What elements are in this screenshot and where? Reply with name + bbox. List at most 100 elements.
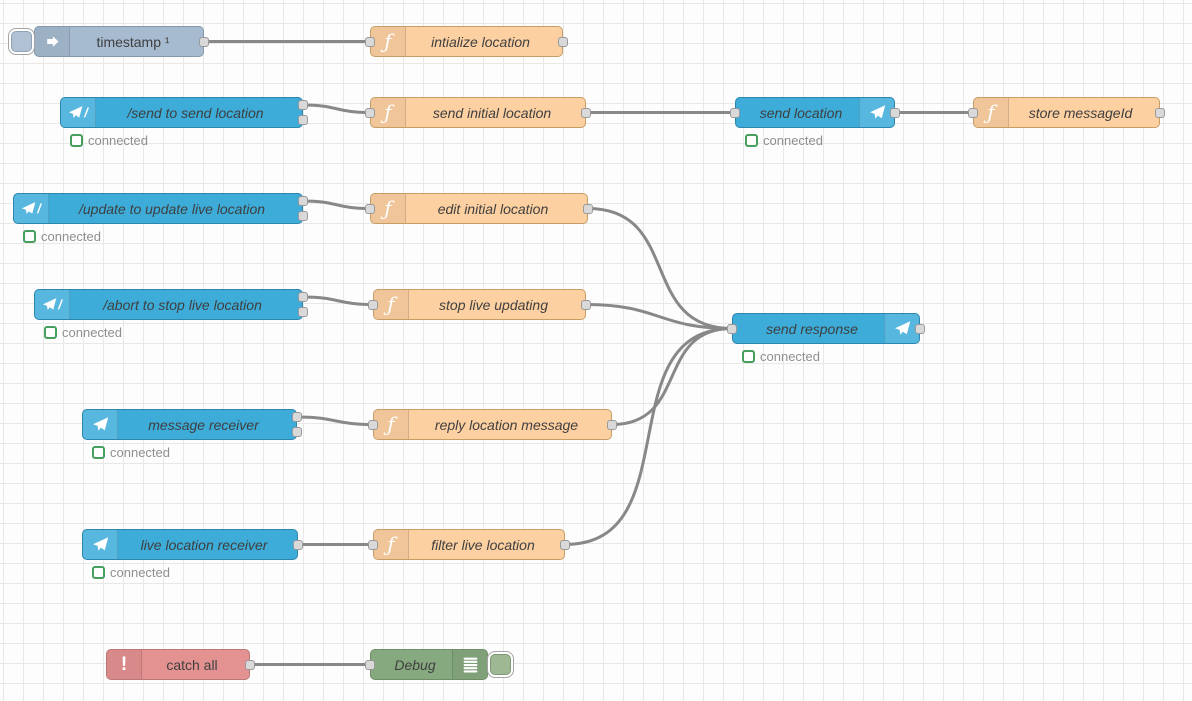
wire[interactable] (610, 327, 734, 426)
input-port[interactable] (365, 659, 375, 670)
output-port[interactable] (298, 196, 308, 206)
status-connected-icon (745, 134, 758, 147)
wire[interactable] (301, 199, 372, 210)
output-port[interactable] (292, 412, 302, 422)
status-text: connected (760, 349, 820, 364)
debug-toggle-button[interactable] (487, 651, 514, 678)
wire[interactable] (584, 303, 734, 330)
status-connected-icon (92, 566, 105, 579)
node-inject-timestamp[interactable]: timestamp ¹ (34, 26, 204, 57)
node-tg-cmd-abort[interactable]: //abort to stop live location (34, 289, 303, 320)
output-port[interactable] (583, 203, 593, 214)
wire[interactable] (586, 207, 734, 330)
status-text: connected (62, 325, 122, 340)
node-label: send response (766, 321, 858, 337)
output-port[interactable] (298, 115, 308, 125)
node-tg-cmd-send[interactable]: / /send to send location (60, 97, 303, 128)
command-slash-glyph: / (84, 105, 88, 120)
telegram-command-icon: / (61, 98, 96, 127)
node-tg-send-response[interactable]: send response (732, 313, 920, 344)
inject-button[interactable] (8, 28, 35, 55)
input-port[interactable] (365, 107, 375, 118)
output-port[interactable] (560, 539, 570, 550)
input-port[interactable] (368, 299, 378, 310)
output-port[interactable] (581, 107, 591, 118)
input-port[interactable] (968, 107, 978, 118)
input-port[interactable] (365, 36, 375, 47)
function-glyph: ƒ (387, 291, 395, 316)
function-glyph: ƒ (384, 195, 392, 220)
node-tg-cmd-update[interactable]: / /update to update live location (13, 193, 303, 224)
input-port[interactable] (368, 419, 378, 430)
node-status: connected (742, 350, 820, 363)
output-port[interactable] (298, 211, 308, 221)
status-connected-icon (44, 326, 57, 339)
output-port[interactable] (915, 323, 925, 334)
status-text: connected (41, 229, 101, 244)
node-label: reply location message (434, 417, 579, 433)
input-port[interactable] (730, 107, 740, 118)
input-port[interactable] (727, 323, 737, 334)
node-label: /abort to stop live location (103, 297, 262, 313)
node-status: connected (70, 134, 148, 147)
node-tg-send-location[interactable]: send location (735, 97, 895, 128)
command-slash-glyph: / (37, 201, 41, 216)
status-text: connected (110, 565, 170, 580)
output-port[interactable] (558, 36, 568, 47)
output-port[interactable] (1155, 107, 1165, 118)
exclamation-glyph: ! (120, 654, 128, 675)
output-port[interactable] (890, 107, 900, 118)
status-text: connected (763, 133, 823, 148)
input-port[interactable] (368, 539, 378, 550)
debug-lines-icon (452, 650, 487, 679)
output-port[interactable] (199, 36, 209, 47)
input-port[interactable] (365, 203, 375, 214)
status-connected-icon (742, 350, 755, 363)
node-label: /send to send location (127, 105, 264, 121)
exclamation-icon: ! (107, 650, 142, 679)
function-icon: ƒ (374, 530, 409, 559)
output-port[interactable] (293, 539, 303, 550)
node-label: timestamp ¹ (96, 34, 170, 50)
node-catch-all[interactable]: !catch all (106, 649, 250, 680)
button-fill (490, 654, 511, 675)
output-port[interactable] (245, 659, 255, 670)
telegram-plane-icon (884, 314, 919, 343)
node-debug[interactable]: Debug (370, 649, 488, 680)
output-port[interactable] (581, 299, 591, 310)
output-port[interactable] (298, 307, 308, 317)
telegram-plane-icon (83, 410, 118, 439)
function-glyph: ƒ (387, 531, 395, 556)
wire[interactable] (295, 415, 375, 426)
telegram-plane-icon (859, 98, 894, 127)
wire[interactable] (301, 103, 372, 114)
node-status: connected (745, 134, 823, 147)
output-port[interactable] (298, 100, 308, 110)
output-port[interactable] (607, 419, 617, 430)
wire[interactable] (301, 295, 375, 306)
output-port[interactable] (292, 427, 302, 437)
function-icon: ƒ (374, 290, 409, 319)
function-icon: ƒ (974, 98, 1009, 127)
node-status: connected (44, 326, 122, 339)
node-label: message receiver (148, 417, 259, 433)
node-label: /update to update live location (78, 201, 266, 217)
node-status: connected (92, 446, 170, 459)
wire[interactable] (563, 327, 734, 546)
inject-arrow-icon (35, 27, 70, 56)
output-port[interactable] (298, 292, 308, 302)
button-fill (11, 31, 32, 52)
status-connected-icon (23, 230, 36, 243)
node-tg-message-receiver[interactable]: message receiver (82, 409, 297, 440)
status-connected-icon (92, 446, 105, 459)
node-tg-live-location-receiver[interactable]: live location receiver (82, 529, 298, 560)
